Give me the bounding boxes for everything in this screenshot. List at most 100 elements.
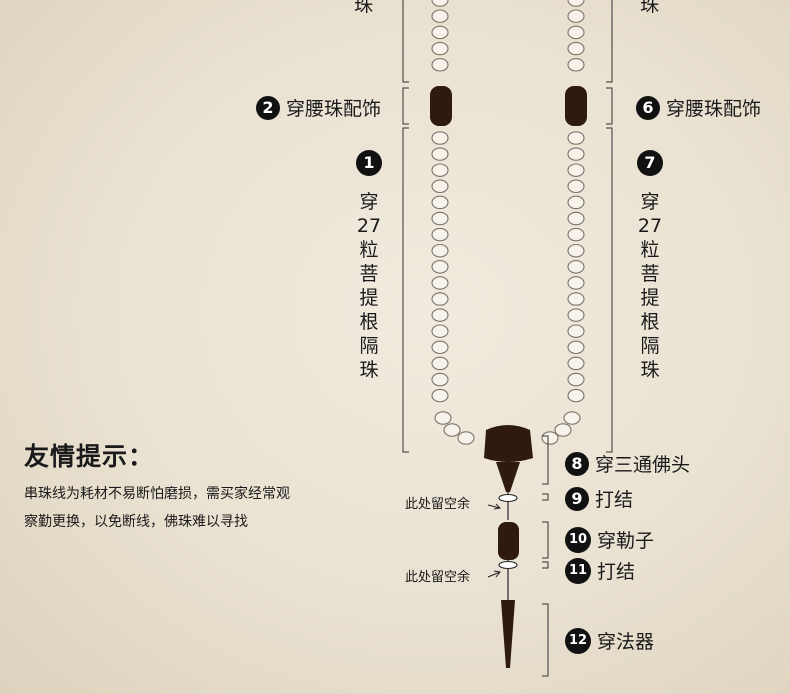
white-bead <box>567 260 585 274</box>
white-bead <box>567 163 585 177</box>
white-bead <box>567 211 585 226</box>
step7-char: 隔 <box>640 335 660 357</box>
white-bead <box>567 0 585 7</box>
step-12-label: 12 穿法器 <box>565 627 654 654</box>
step7-char: 粒 <box>640 239 660 261</box>
white-bead <box>563 411 581 425</box>
white-bead <box>554 423 572 437</box>
white-bead <box>431 260 449 274</box>
white-bead <box>431 195 449 210</box>
step1-char: 菩 <box>359 263 379 285</box>
knot-1 <box>498 493 518 503</box>
white-bead <box>443 423 461 437</box>
bracket <box>606 0 613 83</box>
white-bead <box>567 25 585 40</box>
step-6-number: 6 <box>636 95 660 120</box>
step1-char: 粒 <box>359 239 379 261</box>
step1-char: 珠 <box>359 359 379 381</box>
step-9-label: 9 打结 <box>565 485 633 512</box>
step-10-text: 穿勒子 <box>597 530 655 552</box>
step-12-number: 12 <box>565 627 591 654</box>
white-bead <box>431 25 449 40</box>
white-bead <box>567 324 585 338</box>
bracket <box>606 127 613 453</box>
arrow-1 <box>487 504 501 509</box>
top-right-label: 珠 <box>640 0 660 16</box>
step7-char: 提 <box>640 287 660 309</box>
top-left-label: 珠 <box>354 0 374 16</box>
guru-bead-stem <box>496 462 520 492</box>
white-bead <box>431 324 449 338</box>
step1-char: 隔 <box>359 335 379 357</box>
step-7-number: 7 <box>637 150 663 176</box>
spacer-bead-right <box>565 86 587 126</box>
knot-2 <box>498 560 518 570</box>
step1-char: 提 <box>359 287 379 309</box>
white-bead <box>567 292 585 306</box>
dharma-tool <box>501 600 515 668</box>
white-bead <box>431 356 449 371</box>
step7-char: 珠 <box>640 359 660 381</box>
step-2-label: 2 穿腰珠配饰 <box>256 94 381 121</box>
guru-bead <box>484 425 533 462</box>
step-2-text: 穿腰珠配饰 <box>286 98 382 120</box>
step-11-label: 11 打结 <box>565 557 635 584</box>
white-bead <box>457 431 475 445</box>
bracket <box>402 87 409 125</box>
white-bead <box>431 131 449 145</box>
bracket <box>402 127 409 453</box>
bracket <box>542 521 549 559</box>
bracket <box>542 435 549 485</box>
white-bead <box>567 179 585 194</box>
arrow-1-head <box>493 503 502 510</box>
white-bead <box>431 227 449 242</box>
arrow-2 <box>487 571 501 578</box>
white-bead <box>567 243 585 258</box>
white-bead <box>567 9 585 23</box>
step1-char: 穿 <box>359 191 379 213</box>
white-bead <box>567 276 585 290</box>
step-11-text: 打结 <box>597 561 636 583</box>
step-2-number: 2 <box>256 95 280 120</box>
white-bead <box>431 372 449 387</box>
white-bead <box>431 163 449 177</box>
white-bead <box>431 388 449 403</box>
counter-bead <box>498 522 519 560</box>
white-bead <box>431 211 449 226</box>
step1-char: 根 <box>359 311 379 333</box>
step-10-number: 10 <box>565 526 591 553</box>
step7-char: 穿 <box>640 191 660 213</box>
step-1-number: 1 <box>356 150 382 176</box>
white-bead <box>431 147 449 161</box>
step-9-text: 打结 <box>595 489 634 511</box>
step-9-number: 9 <box>565 486 589 511</box>
white-bead <box>567 356 585 371</box>
white-bead <box>567 340 585 355</box>
arrow-2-head <box>493 570 501 578</box>
white-bead <box>431 58 449 72</box>
white-bead <box>567 308 585 322</box>
step7-char: 菩 <box>640 263 660 285</box>
step-8-number: 8 <box>565 451 589 476</box>
spacer-bead-left <box>430 86 452 126</box>
step-10-label: 10 穿勒子 <box>565 526 654 553</box>
white-bead <box>431 340 449 355</box>
white-bead <box>567 147 585 161</box>
step-6-label: 6 穿腰珠配饰 <box>636 94 761 121</box>
white-bead <box>567 131 585 145</box>
white-bead <box>431 243 449 258</box>
white-bead <box>431 41 449 56</box>
white-bead <box>431 308 449 322</box>
bracket <box>402 0 409 83</box>
step7-char: 根 <box>640 311 660 333</box>
white-bead <box>567 227 585 242</box>
bracket <box>542 603 549 677</box>
step-8-text: 穿三通佛头 <box>595 454 691 476</box>
step-6-text: 穿腰珠配饰 <box>666 98 762 120</box>
step-11-number: 11 <box>565 557 591 584</box>
leave-space-note-1: 此处留空余 <box>405 497 471 512</box>
tip-body: 串珠线为耗材不易断怕磨损，需买家经常观察勤更换，以免断线，佛珠难以寻找 <box>24 486 290 530</box>
bracket <box>542 561 549 569</box>
